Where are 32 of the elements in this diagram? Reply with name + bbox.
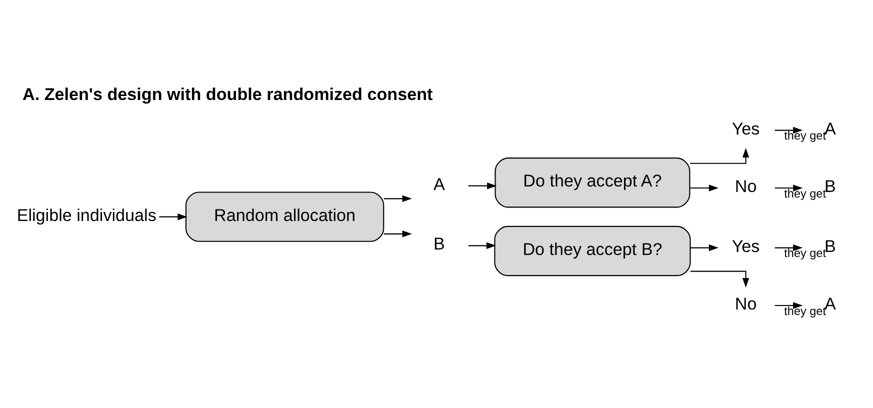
edge-label: they get (784, 304, 826, 318)
arrow (384, 195, 412, 202)
arrow (159, 213, 188, 220)
node-text: A (824, 294, 836, 314)
node-text: A (824, 119, 836, 138)
arrow (774, 184, 803, 192)
arrow (690, 148, 750, 164)
node-text: Yes (732, 119, 760, 138)
arrow (468, 182, 497, 190)
arrow (384, 230, 412, 238)
node-text: A (433, 174, 445, 194)
node-text: B (824, 236, 836, 256)
node-text: Eligible individuals (16, 206, 156, 225)
arrow (774, 126, 803, 134)
arrow (690, 184, 719, 192)
arrow (774, 302, 803, 309)
arrow (690, 244, 719, 252)
node-text: No (734, 294, 757, 314)
arrow (690, 270, 750, 288)
node-text: No (734, 177, 757, 196)
diagram-title: A. Zelen's design with double randomized consent (22, 85, 433, 104)
arrow (468, 242, 496, 250)
node-text: B (433, 234, 445, 254)
edge-label: they get (784, 130, 826, 143)
node-box: Random allocation (185, 192, 384, 242)
node-box: Do they accept B? (494, 226, 691, 276)
node-box: Do they accept A? (494, 158, 690, 208)
edge-label: they get (784, 247, 826, 260)
node-text: Yes (732, 236, 760, 256)
node-text: B (824, 177, 836, 196)
edge-label: they get (784, 187, 826, 200)
arrow (774, 244, 803, 252)
